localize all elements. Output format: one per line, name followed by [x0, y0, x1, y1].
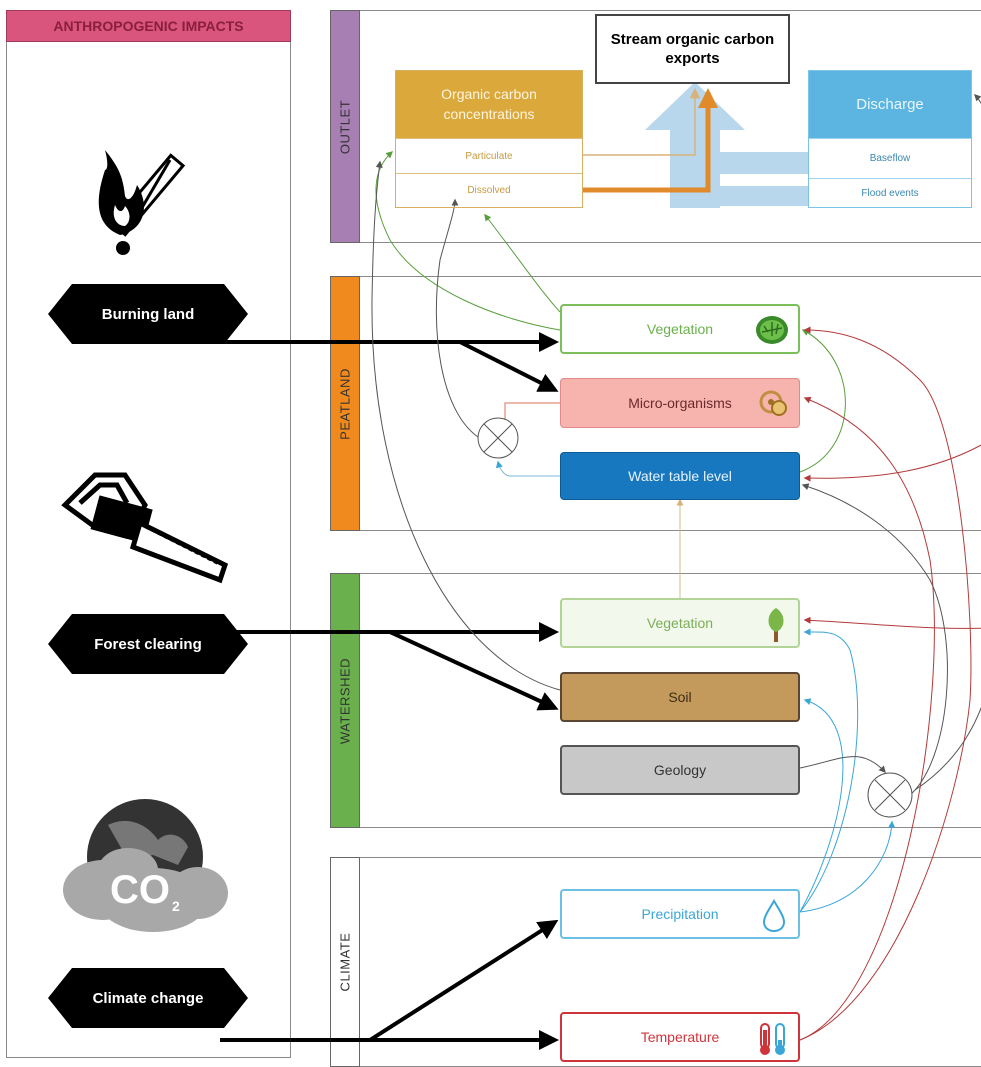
burning-to-micro-arrow	[459, 340, 559, 392]
stream-exports-box: Stream organic carbon exports	[595, 14, 790, 84]
dissolved-row: Dissolved	[396, 173, 582, 207]
watershed-vegetation-node: Vegetation	[560, 598, 800, 648]
co2-cloud-icon: CO 2	[63, 799, 228, 932]
geology-node: Geology	[560, 745, 800, 795]
climate-change-badge: Climate change	[48, 968, 248, 1028]
forest-clearing-label: Forest clearing	[94, 635, 202, 653]
micro-organisms-label: Micro-organisms	[628, 395, 732, 411]
watershed-mixer-icon	[867, 772, 913, 818]
oc-concentrations-label: Organic carbon concentrations	[441, 85, 537, 122]
temp-to-watertable-arrow	[803, 444, 981, 482]
thermometer-icon	[760, 1023, 785, 1055]
baseflow-band	[720, 152, 808, 174]
particulate-to-exports-arrow	[583, 87, 701, 156]
climate-change-label: Climate change	[92, 989, 204, 1007]
precip-to-wsveg-arrow	[799, 628, 859, 913]
tree-icon	[768, 608, 784, 642]
co2-subscript: 2	[172, 898, 180, 914]
moss-icon	[756, 316, 788, 344]
discharge-label: Discharge	[856, 96, 924, 113]
soil-label: Soil	[668, 689, 692, 705]
veg-to-dissolved-arrow	[484, 213, 561, 313]
watertable-to-veg-arrow	[799, 329, 846, 473]
discharge-header: Discharge	[809, 71, 971, 138]
soil-to-particulate-arrow	[371, 160, 561, 691]
dissolved-to-exports-arrow	[583, 88, 718, 193]
forest-clearing-badge: Forest clearing	[48, 614, 248, 674]
temperature-label: Temperature	[640, 1029, 720, 1045]
peat-vegetation-label: Vegetation	[646, 321, 714, 337]
anthropogenic-impacts-header: ANTHROPOGENIC IMPACTS	[6, 10, 291, 42]
to-discharge-arrow	[974, 94, 981, 105]
oc-concentrations-box: Organic carbon concentrations Particulat…	[395, 70, 583, 208]
peat-vegetation-node: Vegetation	[560, 304, 800, 354]
oc-concentrations-header: Organic carbon concentrations	[396, 71, 582, 138]
geology-label: Geology	[653, 762, 707, 778]
baseflow-row: Baseflow	[809, 138, 971, 178]
watershed-vegetation-label: Vegetation	[646, 615, 714, 631]
burning-land-label: Burning land	[101, 305, 195, 323]
micro-organisms-node: Micro-organisms	[560, 378, 800, 428]
flood-band	[720, 186, 808, 206]
geology-to-mixer-arrow	[799, 756, 886, 774]
discharge-box: Discharge Baseflow Flood events	[808, 70, 972, 208]
water-table-label: Water table level	[628, 468, 732, 484]
temp-to-wsveg-arrow	[803, 616, 981, 629]
climate-to-precipitation-arrow	[368, 919, 559, 1042]
precip-to-soil-arrow	[799, 698, 844, 913]
baseflow-label: Baseflow	[869, 153, 911, 164]
peatland-tab: PEATLAND	[330, 276, 360, 531]
mixer-to-watertable-arrow	[801, 483, 948, 796]
watertable-to-mixer-arrow	[495, 460, 560, 477]
co2-text: CO	[110, 868, 170, 912]
chainsaw-icon	[61, 472, 229, 584]
flood-events-row: Flood events	[809, 178, 971, 207]
particulate-label: Particulate	[465, 150, 513, 162]
stream-exports-label: Stream organic carbon exports	[610, 30, 775, 68]
anthropogenic-impacts-title: ANTHROPOGENIC IMPACTS	[53, 18, 244, 34]
water-table-node: Water table level	[560, 452, 800, 500]
water-drop-icon	[762, 899, 786, 933]
flood-events-label: Flood events	[861, 187, 919, 199]
precip-to-mixer-arrow	[799, 820, 896, 913]
veg-to-particulate-arrow	[375, 151, 561, 331]
temp-to-micro-arrow	[799, 396, 935, 1041]
soil-node: Soil	[560, 672, 800, 722]
peat-mixer-icon	[477, 417, 519, 459]
microbe-icon	[759, 390, 787, 416]
temperature-node: Temperature	[560, 1012, 800, 1062]
clearing-to-soil-arrow	[389, 630, 559, 711]
precipitation-label: Precipitation	[641, 906, 719, 922]
temp-to-peatveg-arrow	[799, 326, 972, 1041]
precipitation-node: Precipitation	[560, 889, 800, 939]
climate-tab: CLIMATE	[330, 857, 360, 1067]
burning-land-badge: Burning land	[48, 284, 248, 344]
particulate-row: Particulate	[396, 138, 582, 173]
dissolved-label: Dissolved	[467, 185, 511, 196]
outlet-tab: OUTLET	[330, 10, 360, 243]
watershed-tab: WATERSHED	[330, 573, 360, 828]
burning-match-icon	[98, 150, 186, 255]
micro-to-mixer-line	[504, 402, 560, 420]
mixer-to-dissolved-arrow	[435, 198, 479, 438]
mixer-to-discharge-line	[914, 706, 981, 791]
